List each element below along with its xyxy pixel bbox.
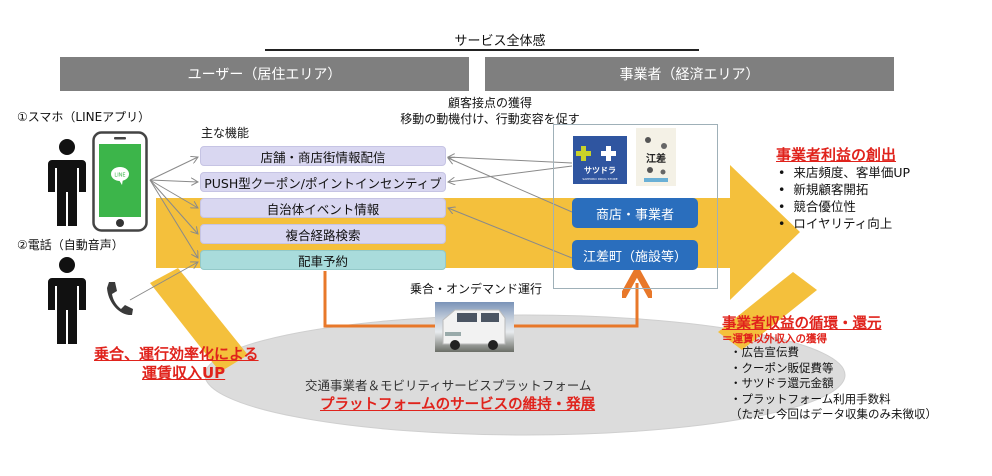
fare-title-line1: 乗合、運行効率化による (94, 345, 259, 363)
touchpoint-subtitle: 移動の動機付け、行動変容を促す (400, 112, 580, 126)
svg-text:江差: 江差 (646, 152, 666, 165)
profit-title: 事業者利益の創出 (776, 146, 897, 164)
user-area-header: ユーザー（居住エリア） (60, 57, 469, 91)
line-app-badge: LINE (114, 173, 125, 179)
satsudora-logo: サツドラ SAPPORO DRUG STORE (573, 136, 627, 184)
svg-text:SAPPORO DRUG STORE: SAPPORO DRUG STORE (582, 177, 617, 181)
business-esashi-town: 江差町（施設等） (572, 240, 698, 270)
channel-phone-label: ②電話（自動音声） (17, 238, 124, 252)
revenue-item: ・クーポン販促費等 (730, 360, 834, 375)
revenue-diagonal-arrow (718, 272, 817, 350)
profit-item: • 来店頻度、客単価UP (778, 165, 911, 180)
phone-handset-icon (107, 282, 133, 316)
revenue-item: ・プラットフォーム利用手数料 (730, 391, 891, 406)
features-heading: 主な機能 (201, 126, 250, 140)
revenue-title: 事業者収益の循環・還元 (722, 316, 882, 332)
profit-item: • 競合優位性 (778, 199, 856, 214)
feature-ride-booking: 配車予約 (200, 250, 446, 270)
revenue-list: ・広告宣伝費 ・クーポン販促費等 ・サツドラ還元金額 ・プラットフォーム利用手数… (730, 345, 937, 423)
profit-item: • 新規顧客開拓 (778, 182, 869, 197)
profit-item: • ロイヤリティ向上 (778, 216, 893, 231)
revenue-item: （ただし今回はデータ収集のみ未徴収） (730, 407, 937, 421)
ondemand-label: 乗合・オンデマンド運行 (410, 282, 543, 296)
channel-smartphone-label: ①スマホ（LINEアプリ） (17, 110, 151, 124)
person-icon (48, 139, 86, 226)
profit-list: • 来店頻度、客単価UP • 新規顧客開拓 • 競合優位性 • ロイヤリティ向上 (778, 164, 910, 232)
feature-store-info: 店舗・商店街情報配信 (200, 146, 446, 166)
business-shops: 商店・事業者 (572, 198, 698, 228)
revenue-item: ・サツドラ還元金額 (730, 376, 834, 390)
business-area-header: 事業者（経済エリア） (485, 57, 894, 91)
person-icon (48, 257, 86, 344)
title-underline (265, 49, 699, 51)
platform-ellipse (204, 314, 846, 436)
touchpoint-title: 顧客接点の獲得 (447, 96, 532, 110)
smartphone-line-icon: LINE (92, 131, 148, 232)
feature-push-coupon: PUSH型クーポン/ポイントインセンティブ (200, 172, 446, 192)
diagram-title: サービス全体感 (454, 34, 546, 49)
platform-label: 交通事業者＆モビリティサービスプラットフォーム (305, 378, 592, 393)
fare-title-line2: 運賃収入UP (142, 364, 226, 382)
svg-text:サツドラ: サツドラ (584, 166, 616, 175)
platform-goal: プラットフォームのサービスの維持・発展 (320, 397, 596, 413)
revenue-subtitle: ＝運賃以外収入の獲得 (722, 333, 827, 345)
esashi-poster-image: 江差 (636, 128, 676, 186)
feature-route-search: 複合経路検索 (200, 224, 446, 244)
business-box (553, 124, 718, 289)
van-photo (435, 302, 514, 352)
revenue-item: ・広告宣伝費 (730, 345, 799, 359)
fare-diagonal-arrow (150, 268, 248, 372)
feature-event-info: 自治体イベント情報 (200, 198, 446, 218)
